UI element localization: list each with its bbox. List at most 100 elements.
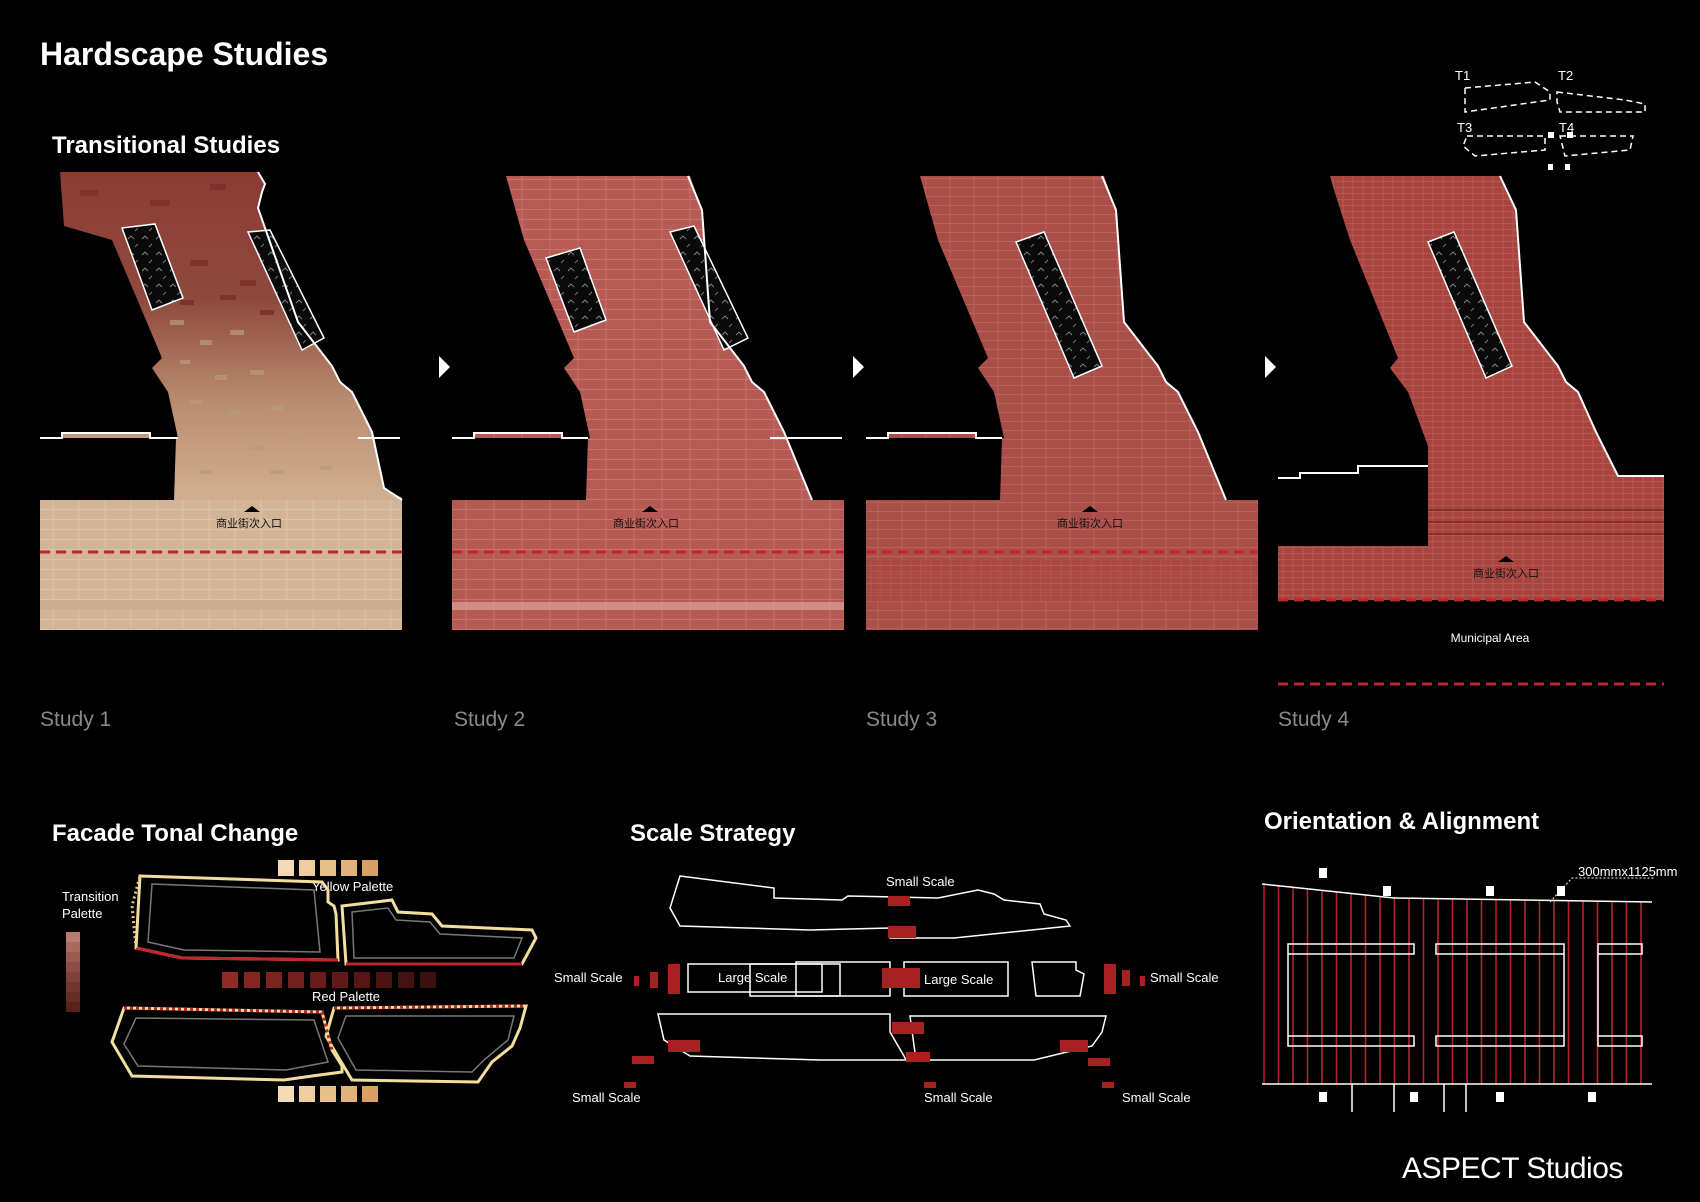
study-1-plan: 商业街次入口 — [40, 171, 403, 630]
small-scale-label-bottom-mid: Small Scale — [924, 1090, 993, 1105]
yellow-swatches-top — [278, 860, 378, 876]
small-scale-label-bottom-left: Small Scale — [572, 1090, 641, 1105]
study-2-boundary — [687, 175, 813, 501]
transition-swatch — [66, 1002, 80, 1012]
next-arrow-icon — [439, 356, 450, 378]
red-swatches — [222, 972, 436, 988]
study-1-scatter — [170, 320, 332, 474]
yellow-swatch — [299, 860, 315, 876]
study-4-band-zone — [1428, 476, 1664, 546]
transition-swatch — [66, 962, 80, 972]
orientation-bench — [1287, 1035, 1415, 1047]
key-plan-t3-outline — [1462, 135, 1546, 157]
study-3-boundary — [1101, 175, 1227, 501]
study-2-tree-bed — [545, 247, 607, 333]
key-plan-marker — [1567, 132, 1573, 138]
scale-building-bottom-left — [657, 1013, 908, 1061]
study-4-boundary — [1499, 175, 1664, 477]
red-swatch — [266, 972, 282, 988]
study-3-fine-band — [866, 560, 1258, 602]
transition-swatch — [66, 992, 80, 1002]
large-scale-label: Large Scale — [718, 970, 787, 985]
yellow-swatch — [320, 860, 336, 876]
orientation-stripes — [1263, 884, 1642, 1084]
scale-block-middle — [795, 961, 891, 997]
yellow-swatch — [362, 860, 378, 876]
yellow-swatches-bottom — [278, 1086, 378, 1102]
study-4-tree-bed — [1427, 231, 1513, 380]
transition-swatch — [66, 942, 80, 952]
red-swatch — [222, 972, 238, 988]
study-2-tree-bed — [668, 225, 749, 352]
section-title-transitional: Transitional Studies — [52, 132, 281, 159]
study-1-entrance-label: 商业街次入口 — [216, 516, 282, 530]
scale-building-top — [669, 875, 1072, 939]
yellow-swatch — [341, 1086, 357, 1102]
study-1-boundary — [256, 171, 403, 501]
study-4-entrance-label: 商业街次入口 — [1473, 566, 1539, 580]
next-arrow-icon — [853, 356, 864, 378]
large-scale-label-right: Large Scale — [924, 972, 993, 987]
yellow-swatch — [278, 860, 294, 876]
study-1-label: Study 1 — [40, 708, 112, 731]
yellow-palette-label: Yellow Palette — [312, 879, 393, 894]
brand-logo-text: ASPECT Studios — [1402, 1152, 1623, 1185]
transition-swatch — [66, 952, 80, 962]
yellow-swatch — [341, 860, 357, 876]
scale-building-bottom-right — [909, 1015, 1107, 1061]
red-swatch — [398, 972, 414, 988]
study-4-plan: 商业街次入口 Municipal Area — [1278, 175, 1664, 686]
study-2-band — [452, 602, 844, 610]
red-swatch — [288, 972, 304, 988]
orientation-bench — [1597, 943, 1643, 955]
yellow-swatch — [299, 1086, 315, 1102]
red-swatch — [354, 972, 370, 988]
red-swatch — [376, 972, 392, 988]
study-1-tree-bed — [120, 223, 184, 311]
key-plan-label-t2: T2 — [1558, 68, 1573, 83]
section-title-orientation: Orientation & Alignment — [1264, 808, 1540, 835]
orientation-bench — [1287, 943, 1415, 955]
scale-red-markers — [624, 896, 1145, 1088]
scale-strategy-diagram: Large Scale Large Scale Small Scale Smal… — [554, 874, 1219, 1105]
study-3-label: Study 3 — [866, 708, 938, 731]
orientation-diagram: 300mmx1125mm — [1261, 864, 1677, 1112]
entrance-marker-icon — [642, 506, 658, 512]
orientation-bench — [1435, 943, 1565, 955]
orientation-top-edge — [1261, 883, 1653, 903]
dimension-label: 300mmx1125mm — [1578, 864, 1677, 879]
small-scale-label-bottom-right: Small Scale — [1122, 1090, 1191, 1105]
transition-swatches — [66, 932, 80, 1012]
study-2-boundary — [452, 432, 588, 439]
key-plan-t4-outline — [1559, 135, 1634, 157]
key-plan-label-t1: T1 — [1455, 68, 1470, 83]
transition-swatch — [66, 982, 80, 992]
transition-swatch — [66, 932, 80, 942]
key-plan-label-t4: T4 — [1559, 120, 1574, 135]
scale-block-right — [1031, 961, 1085, 997]
study-4-plaza — [1278, 546, 1664, 600]
key-plan-marker — [1548, 132, 1554, 138]
orientation-bench — [1597, 1035, 1643, 1047]
key-plan-label-t3: T3 — [1457, 120, 1472, 135]
next-arrow-icon — [1265, 356, 1276, 378]
key-plan-t2-outline — [1556, 91, 1646, 113]
section-title-facade: Facade Tonal Change — [52, 820, 299, 847]
study-2-plan: 商业街次入口 — [452, 175, 844, 630]
study-2-label: Study 2 — [454, 708, 526, 731]
study-4-boundary — [1278, 465, 1428, 479]
study-1-boundary — [40, 432, 178, 439]
red-swatch — [310, 972, 326, 988]
entrance-marker-icon — [1082, 506, 1098, 512]
study-3-entrance-label: 商业街次入口 — [1057, 516, 1123, 530]
section-title-scale: Scale Strategy — [630, 820, 796, 847]
transition-swatch — [66, 972, 80, 982]
key-plan-t1-outline — [1464, 81, 1551, 113]
key-plan-marker — [1548, 164, 1553, 170]
red-swatch — [244, 972, 260, 988]
small-scale-label-right: Small Scale — [1150, 970, 1219, 985]
key-plan: T1 T2 T3 T4 — [1455, 68, 1646, 170]
study-3-plan: 商业街次入口 — [866, 175, 1258, 630]
